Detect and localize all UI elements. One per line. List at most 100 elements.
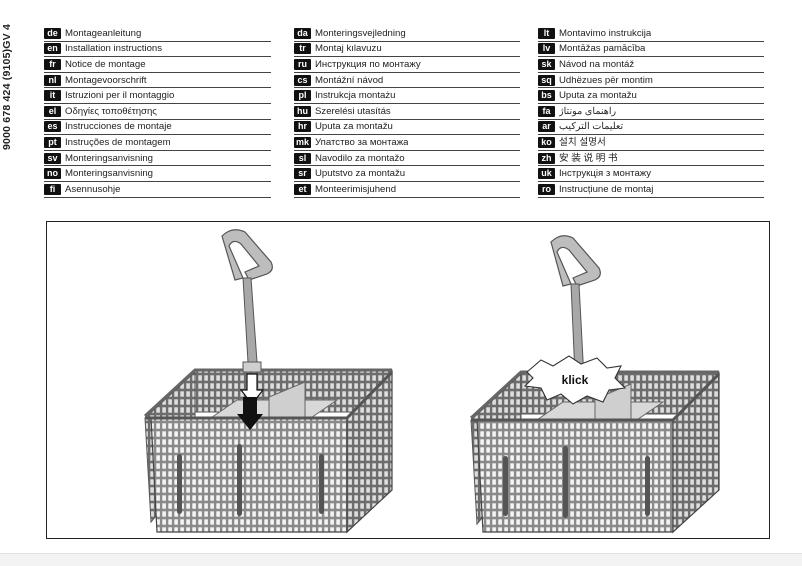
language-code-badge: it (44, 90, 61, 102)
language-code-badge: no (44, 168, 61, 180)
language-code-badge: el (44, 105, 61, 117)
language-code-badge: ko (538, 136, 555, 148)
language-label: 安 装 说 明 书 (559, 152, 618, 164)
language-code-badge: et (294, 183, 311, 195)
language-row-mk: mk Упатство за монтажа (294, 135, 520, 151)
language-code-badge: en (44, 43, 61, 55)
language-row-lt: lt Montavimo instrukcija (538, 26, 764, 42)
language-label: Istruzioni per il montaggio (65, 90, 175, 102)
language-label: Udhëzues për montim (559, 74, 653, 86)
language-row-sk: sk Návod na montáž (538, 57, 764, 73)
language-row-ar: ar تعليمات التركيب (538, 120, 764, 136)
language-label: Instrucciones de montaje (65, 121, 172, 133)
language-code-badge: ar (538, 121, 555, 133)
click-label: klick (562, 373, 589, 387)
document-part-number: 9000 678 424 (9105)GV 4 (1, 23, 13, 150)
language-label: Montážní návod (315, 74, 384, 86)
language-code-badge: sl (294, 152, 311, 164)
language-row-fi: fi Asennusohje (44, 182, 271, 198)
language-label: Uputstvo za montažu (315, 168, 406, 180)
language-row-sr: sr Uputstvo za montažu (294, 166, 520, 182)
language-code-badge: fr (44, 58, 61, 70)
language-code-badge: sv (44, 152, 61, 164)
language-code-badge: uk (538, 168, 555, 180)
language-row-bs: bs Uputa za montažu (538, 88, 764, 104)
language-row-en: en Installation instructions (44, 42, 271, 58)
language-code-badge: sr (294, 168, 311, 180)
language-label: راهنمای مونتاژ (559, 105, 617, 117)
language-label: Упатство за монтажа (315, 136, 409, 148)
language-row-el: el Οδηγίες τοποθέτησης (44, 104, 271, 120)
language-code-badge: lt (538, 27, 555, 39)
language-code-badge: tr (294, 43, 311, 55)
language-code-badge: sq (538, 74, 555, 86)
language-label: Инструкция по монтажу (315, 58, 421, 70)
language-label: 설치 설명서 (559, 136, 606, 148)
language-label: Інструкція з монтажу (559, 168, 652, 180)
language-row-no: no Monteringsanvisning (44, 166, 271, 182)
cutlery-basket-right: klick (469, 235, 721, 534)
cutlery-basket-left (143, 229, 394, 534)
language-label: Uputa za montažu (315, 121, 393, 133)
language-column-1: de Montageanleitung en Installation instruc… (44, 26, 271, 198)
language-row-nl: nl Montagevoorschrift (44, 73, 271, 89)
language-label: Monteringsvejledning (315, 27, 406, 39)
language-label: Monteringsanvisning (65, 168, 153, 180)
language-code-badge: pt (44, 136, 61, 148)
language-code-badge: es (44, 121, 61, 133)
language-label: Asennusohje (65, 183, 121, 195)
language-row-de: de Montageanleitung (44, 26, 271, 42)
basket-handle-left (221, 229, 273, 373)
language-label: Uputa za montažu (559, 90, 637, 102)
language-code-badge: bs (538, 90, 555, 102)
language-code-badge: hu (294, 105, 311, 117)
language-label: Notice de montage (65, 58, 146, 70)
language-row-fr: fr Notice de montage (44, 57, 271, 73)
language-code-badge: hr (294, 121, 311, 133)
click-burst-icon: klick (523, 355, 627, 405)
assembly-illustration-frame: klick (46, 221, 770, 539)
push-down-arrow-icon (237, 373, 265, 430)
language-row-sv: sv Monteringsanvisning (44, 151, 271, 167)
language-row-pt: pt Instruções de montagem (44, 135, 271, 151)
language-label: Installation instructions (65, 43, 163, 55)
language-label: Οδηγίες τοποθέτησης (65, 105, 157, 117)
language-row-it: it Istruzioni per il montaggio (44, 88, 271, 104)
language-label: Návod na montáž (559, 58, 635, 70)
language-label: Montāžas pamācība (559, 43, 646, 55)
language-label: Montaj kılavuzu (315, 43, 382, 55)
language-code-badge: de (44, 27, 61, 39)
page-footer-strip (0, 553, 802, 566)
language-code-badge: mk (294, 136, 311, 148)
language-row-cs: cs Montážní návod (294, 73, 520, 89)
language-code-badge: sk (538, 58, 555, 70)
language-row-ko: ko 설치 설명서 (538, 135, 764, 151)
language-label: Instrukcja montażu (315, 90, 396, 102)
language-code-badge: fi (44, 183, 61, 195)
language-row-hr: hr Uputa za montažu (294, 120, 520, 136)
language-code-badge: lv (538, 43, 555, 55)
language-code-badge: cs (294, 74, 311, 86)
language-label: Instruções de montagem (65, 136, 171, 148)
language-row-lv: lv Montāžas pamācība (538, 42, 764, 58)
language-code-badge: ro (538, 183, 555, 195)
language-label: Montavimo instrukcija (559, 27, 652, 39)
assembly-illustration: klick (143, 229, 721, 534)
language-label: Montagevoorschrift (65, 74, 147, 86)
language-label: Monteringsanvisning (65, 152, 153, 164)
language-code-badge: nl (44, 74, 61, 86)
language-label: تعليمات التركيب (559, 121, 624, 133)
language-label: Montageanleitung (65, 27, 142, 39)
language-row-sq: sq Udhëzues për montim (538, 73, 764, 89)
language-column-3: lt Montavimo instrukcija lv Montāžas pamācī… (538, 26, 764, 198)
language-code-badge: zh (538, 152, 555, 164)
